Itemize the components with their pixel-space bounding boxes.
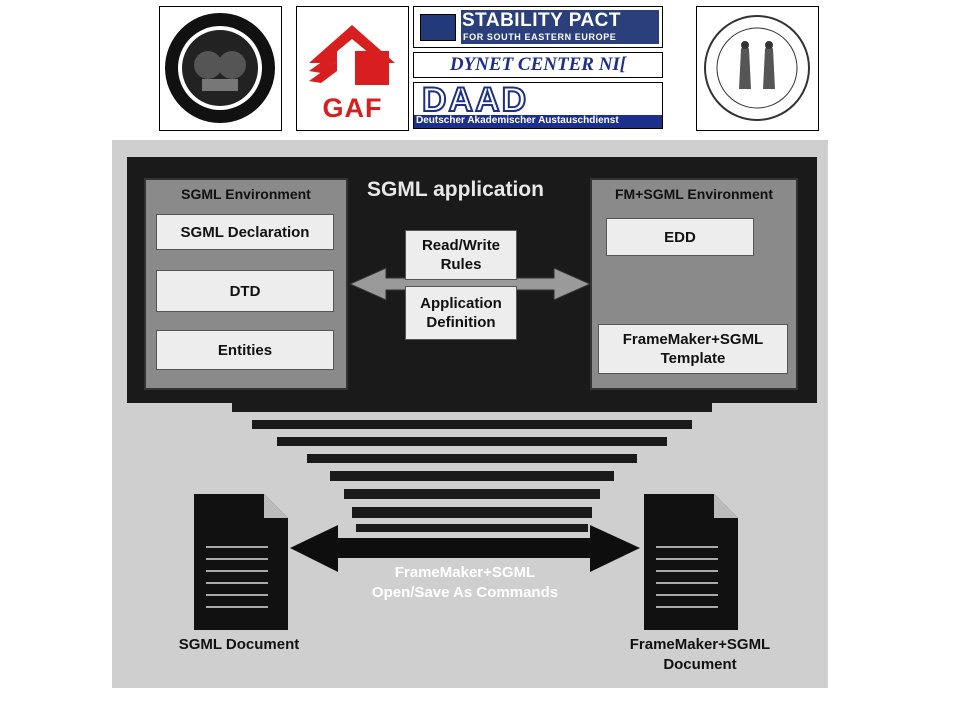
daad-wordmark: DAAD bbox=[421, 80, 529, 120]
funnel-left-arrow bbox=[290, 525, 640, 572]
framemaker-document-label: FrameMaker+SGML Document bbox=[629, 636, 771, 673]
scanned-diagram: SGML application SGML Environment SGML D… bbox=[112, 140, 828, 688]
stability-pact-logo: STABILITY PACT FOR SOUTH EASTERN EUROPE bbox=[413, 6, 663, 48]
funnel-stripe bbox=[307, 454, 637, 463]
funnel-stripe bbox=[356, 524, 588, 532]
sgml-document-label: SGML Document bbox=[178, 635, 300, 653]
funnel-stripe bbox=[252, 420, 692, 429]
framemaker-document-icon bbox=[644, 494, 738, 630]
edd-box: EDD bbox=[606, 218, 754, 256]
fm-sgml-environment-label: FM+SGML Environment bbox=[614, 186, 774, 202]
funnel-stripe bbox=[232, 403, 712, 412]
entities-box: Entities bbox=[156, 330, 334, 370]
daad-logo: DAAD Deutscher Akademischer Austauschdie… bbox=[413, 80, 663, 129]
dtd-box: DTD bbox=[156, 270, 334, 312]
dynet-center-label-box: DYNET CENTER NI[ bbox=[413, 52, 663, 78]
gaf-roof-icon bbox=[309, 25, 395, 85]
funnel-stripe bbox=[277, 437, 667, 446]
dynet-center-label: DYNET CENTER NI[ bbox=[449, 54, 627, 75]
gaf-label: GAF bbox=[322, 93, 383, 123]
stability-pact-title: STABILITY PACT bbox=[462, 10, 621, 31]
funnel-stripe bbox=[344, 489, 600, 499]
stability-pact-subtitle: FOR SOUTH EASTERN EUROPE bbox=[463, 32, 617, 42]
read-write-rules-box: Read/Write Rules bbox=[405, 230, 517, 280]
university-seal-icon bbox=[165, 13, 275, 123]
open-save-commands-label: FrameMaker+SGML Open/Save As Commands bbox=[371, 564, 559, 601]
daad-subtitle: Deutscher Akademischer Austauschdienst bbox=[416, 115, 619, 126]
funnel-stripe bbox=[330, 471, 614, 481]
ruhr-university-bochum-logo: BOCHVM · RVHR · VNIVERSITAT bbox=[696, 6, 819, 131]
university-nis-logo: УНИВЕРЗИТЕТ · У НИШУ bbox=[159, 6, 282, 131]
application-definition-box: Application Definition bbox=[405, 286, 517, 340]
sgml-application-title: SGML application bbox=[367, 178, 544, 201]
bochum-seal-icon bbox=[704, 15, 810, 121]
sgml-document-icon bbox=[194, 494, 288, 630]
sgml-environment-label: SGML Environment bbox=[181, 186, 311, 202]
framemaker-template-box: FrameMaker+SGML Template bbox=[598, 324, 788, 374]
sgml-declaration-box: SGML Declaration bbox=[156, 214, 334, 250]
gaf-logo: GAF bbox=[296, 6, 409, 131]
funnel-graphic bbox=[232, 403, 712, 532]
funnel-stripe bbox=[352, 507, 592, 518]
eu-flag-icon bbox=[420, 14, 456, 41]
